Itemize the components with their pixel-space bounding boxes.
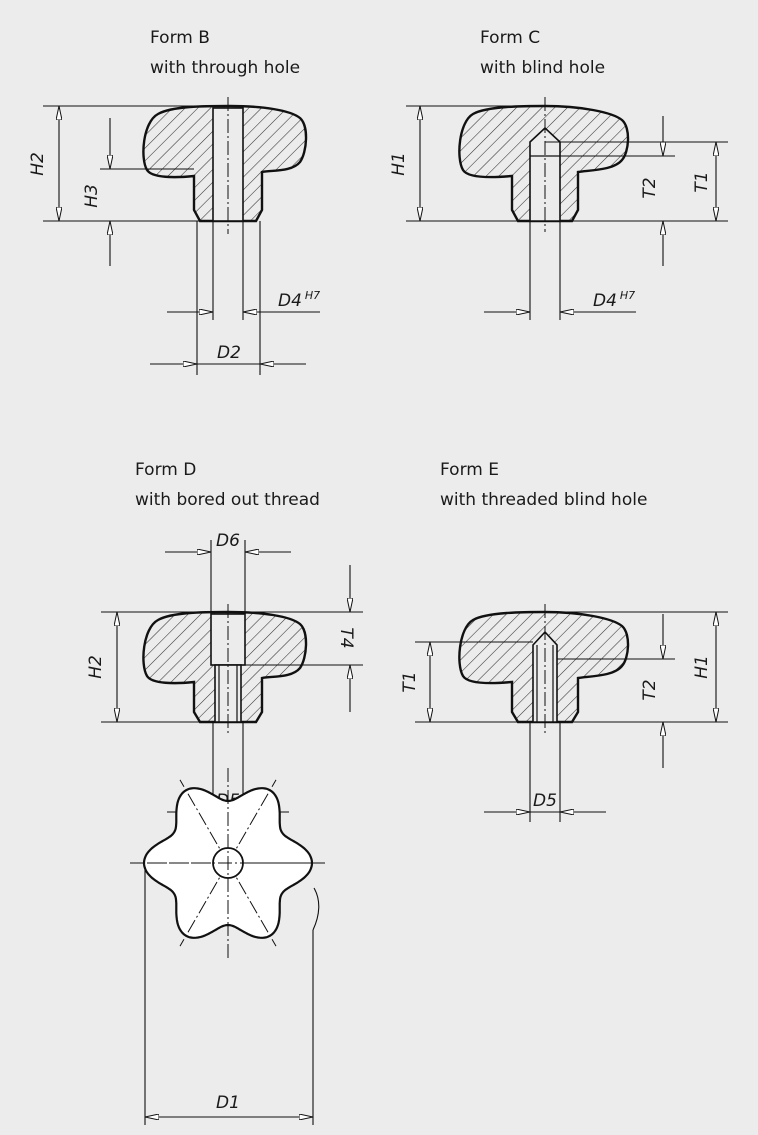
top-view-drawing: D1 bbox=[130, 768, 326, 1125]
form-b-subtitle: with through hole bbox=[150, 58, 300, 78]
form-b-h3-label: H3 bbox=[82, 184, 102, 208]
form-d-t4-label: T4 bbox=[336, 627, 356, 648]
top-view-d1-label: D1 bbox=[216, 1093, 240, 1113]
form-e-drawing: Form E with threaded blind hole T1 T2 H1… bbox=[400, 460, 728, 822]
form-b-title: Form B bbox=[150, 28, 210, 48]
form-c-t2-label: T2 bbox=[640, 177, 660, 198]
form-e-subtitle: with threaded blind hole bbox=[440, 490, 647, 510]
form-d-title: Form D bbox=[135, 460, 196, 480]
form-b-d2-label: D2 bbox=[217, 343, 241, 363]
form-e-d5-label: D5 bbox=[533, 791, 557, 811]
form-d-h2-label: H2 bbox=[86, 655, 106, 679]
lobe-center-line bbox=[227, 779, 277, 864]
form-e-t2-label: T2 bbox=[640, 679, 660, 700]
lobe-center-line bbox=[227, 862, 277, 947]
form-c-title: Form C bbox=[480, 28, 540, 48]
lobe-center-line bbox=[179, 862, 229, 947]
form-e-t1-label: T1 bbox=[400, 671, 420, 692]
form-c-t1-label: T1 bbox=[692, 171, 712, 192]
lobe-center-line bbox=[179, 779, 229, 864]
form-b-h2-label: H2 bbox=[28, 152, 48, 176]
form-e-h1-label: H1 bbox=[692, 655, 712, 679]
form-d-drawing: Form D with bored out thread D6 H2 T4 D5 bbox=[86, 460, 363, 822]
form-d-d6-label: D6 bbox=[216, 531, 240, 551]
form-c-subtitle: with blind hole bbox=[480, 58, 605, 78]
form-d-subtitle: with bored out thread bbox=[135, 490, 320, 510]
form-e-title: Form E bbox=[440, 460, 499, 480]
form-c-h1-label: H1 bbox=[389, 152, 409, 176]
